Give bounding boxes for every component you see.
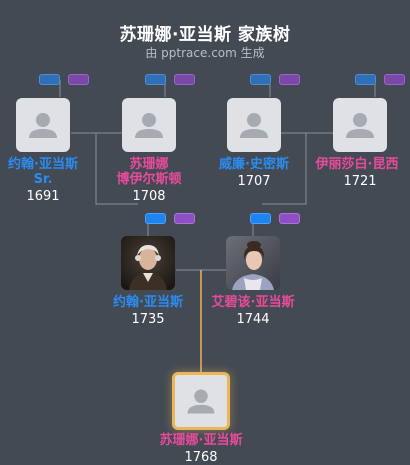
person-year-p7: 1768 [184,450,218,465]
person-placeholder-icon [187,389,215,414]
page-title: 苏珊娜·亚当斯 家族树 [119,25,291,45]
expand-father-toggle[interactable] [355,74,376,85]
person-name-p1: 约翰·亚当斯 Sr. [8,157,78,187]
person-placeholder-icon [135,113,163,138]
person-name-p4: 伊丽莎白·昆西 [315,157,399,172]
expand-father-toggle[interactable] [145,74,166,85]
person-year-p4: 1721 [343,174,377,189]
expand-mother-toggle[interactable] [279,213,300,224]
person-placeholder-icon [346,113,374,138]
person-name-p5: 约翰·亚当斯 [113,295,183,310]
person-card-p7[interactable] [172,372,230,430]
expand-mother-toggle[interactable] [384,74,405,85]
person-card-p6[interactable] [226,236,280,290]
person-card-p1[interactable] [16,98,70,152]
person-placeholder-icon [29,113,57,138]
person-card-p5[interactable] [121,236,175,290]
person-name-p7: 苏珊娜·亚当斯 [159,433,243,448]
expand-mother-toggle[interactable] [174,213,195,224]
person-year-p2: 1708 [132,189,166,204]
person-name-p6: 艾碧该·亚当斯 [211,295,295,310]
person-name-p3: 威廉·史密斯 [219,157,289,172]
portrait-image [226,236,280,290]
page-subtitle: 由 pptrace.com 生成 [145,46,265,60]
person-card-p3[interactable] [227,98,281,152]
person-year-p1: 1691 [26,189,60,204]
expand-mother-toggle[interactable] [279,74,300,85]
expand-father-toggle[interactable] [145,213,166,224]
person-year-p5: 1735 [131,312,165,327]
expand-father-toggle[interactable] [250,74,271,85]
person-placeholder-icon [240,113,268,138]
portrait-image [121,236,175,290]
person-card-p2[interactable] [122,98,176,152]
expand-mother-toggle[interactable] [174,74,195,85]
person-year-p3: 1707 [237,174,271,189]
person-name-p2: 苏珊娜 博伊尔斯顿 [116,157,182,187]
person-card-p4[interactable] [333,98,387,152]
expand-mother-toggle[interactable] [68,74,89,85]
expand-father-toggle[interactable] [39,74,60,85]
person-year-p6: 1744 [236,312,270,327]
expand-father-toggle[interactable] [250,213,271,224]
